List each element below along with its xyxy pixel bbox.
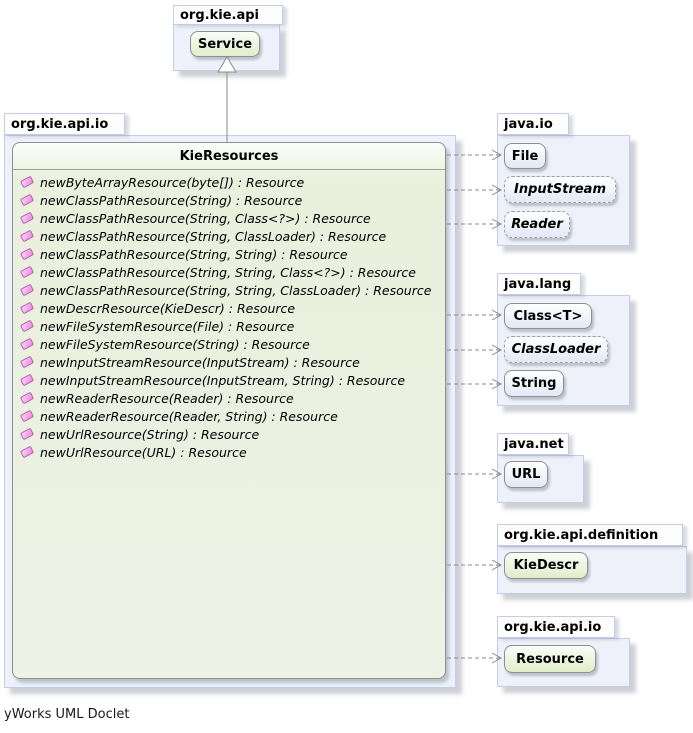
method-label: newUrlResource(URL) : Resource [40,444,247,460]
method-row[interactable]: newClassPathResource(String) : Resource [13,191,445,209]
method-icon [19,175,35,189]
method-icon [19,247,35,261]
method-label: newClassPathResource(String, String, Cla… [40,282,432,298]
method-icon [19,301,35,315]
class-node-resource[interactable]: Resource [504,645,596,673]
package-tab-org-kie-api-io-main[interactable]: org.kie.api.io [4,113,125,135]
method-label: newByteArrayResource(byte[]) : Resource [40,174,305,190]
package-tab-org-kie-api-io-right[interactable]: org.kie.api.io [497,616,615,638]
method-label: newFileSystemResource(String) : Resource [40,336,310,352]
method-row[interactable]: newFileSystemResource(String) : Resource [13,335,445,353]
method-icon [19,427,35,441]
class-node-class-t[interactable]: Class<T> [504,303,592,329]
method-icon [19,265,35,279]
method-icon [19,391,35,405]
class-node-file[interactable]: File [504,143,546,169]
method-icon [19,319,35,333]
method-label: newReaderResource(Reader, String) : Reso… [40,408,338,424]
method-row[interactable]: newFileSystemResource(File) : Resource [13,317,445,335]
package-tab-java-io[interactable]: java.io [497,113,569,135]
method-label: newClassPathResource(String, ClassLoader… [40,228,387,244]
method-icon [19,229,35,243]
method-icon [19,193,35,207]
method-label: newInputStreamResource(InputStream, Stri… [40,372,406,388]
method-label: newClassPathResource(String, String, Cla… [40,264,416,280]
method-icon [19,211,35,225]
method-row[interactable]: newInputStreamResource(InputStream, Stri… [13,371,445,389]
class-node-reader[interactable]: Reader [504,211,570,238]
method-label: newFileSystemResource(File) : Resource [40,318,295,334]
package-tab-java-lang[interactable]: java.lang [497,273,581,295]
method-icon [19,373,35,387]
method-row[interactable]: newReaderResource(Reader, String) : Reso… [13,407,445,425]
class-title: KieResources [13,143,445,170]
class-node-url[interactable]: URL [504,461,548,488]
method-icon [19,445,35,459]
method-icon [19,283,35,297]
package-tab-org-kie-api[interactable]: org.kie.api [173,5,283,25]
method-row[interactable]: newClassPathResource(String, Class<?>) :… [13,209,445,227]
class-node-kiedescr[interactable]: KieDescr [504,552,588,579]
class-node-classloader[interactable]: ClassLoader [504,336,608,363]
method-label: newDescrResource(KieDescr) : Resource [40,300,296,316]
footer-caption: yWorks UML Doclet [4,707,130,722]
method-row[interactable]: newClassPathResource(String, String) : R… [13,245,445,263]
class-node-service[interactable]: Service [190,31,260,57]
method-label: newInputStreamResource(InputStream) : Re… [40,354,360,370]
method-row[interactable]: newInputStreamResource(InputStream) : Re… [13,353,445,371]
method-row[interactable]: newUrlResource(URL) : Resource [13,443,445,461]
method-row[interactable]: newClassPathResource(String, String, Cla… [13,263,445,281]
method-row[interactable]: newByteArrayResource(byte[]) : Resource [13,173,445,191]
method-row[interactable]: newUrlResource(String) : Resource [13,425,445,443]
method-label: newClassPathResource(String, Class<?>) :… [40,210,371,226]
method-icon [19,337,35,351]
package-tab-org-kie-api-definition[interactable]: org.kie.api.definition [497,524,683,546]
package-tab-java-net[interactable]: java.net [497,433,569,455]
method-label: newUrlResource(String) : Resource [40,426,260,442]
method-icon [19,409,35,423]
method-list: newByteArrayResource(byte[]) : Resource … [13,170,445,461]
method-row[interactable]: newDescrResource(KieDescr) : Resource [13,299,445,317]
method-label: newClassPathResource(String, String) : R… [40,246,348,262]
method-label: newReaderResource(Reader) : Resource [40,390,294,406]
class-node-string[interactable]: String [504,370,564,397]
method-icon [19,355,35,369]
method-row[interactable]: newReaderResource(Reader) : Resource [13,389,445,407]
method-row[interactable]: newClassPathResource(String, String, Cla… [13,281,445,299]
class-node-inputstream[interactable]: InputStream [504,176,616,203]
method-row[interactable]: newClassPathResource(String, ClassLoader… [13,227,445,245]
class-node-kieresources[interactable]: KieResources newByteArrayResource(byte[]… [12,142,446,679]
method-label: newClassPathResource(String) : Resource [40,192,303,208]
